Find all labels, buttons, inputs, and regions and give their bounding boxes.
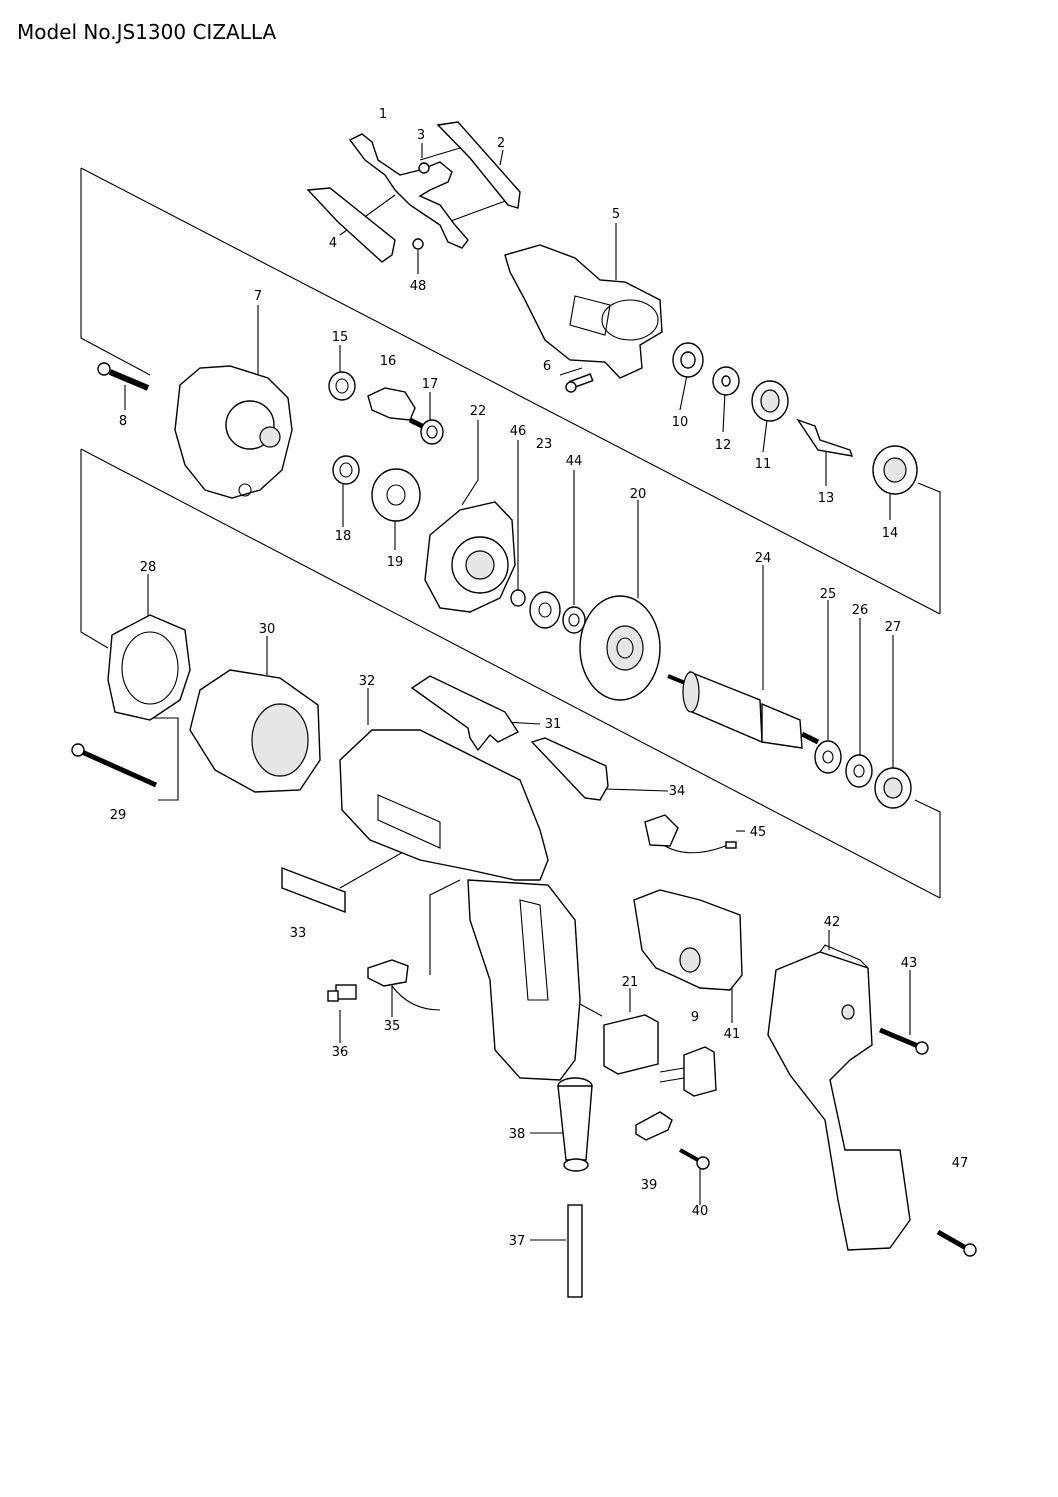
- part-label: 42: [824, 915, 841, 930]
- bearing-box: [424, 501, 516, 613]
- nut-48: [412, 238, 424, 250]
- part-label: 6: [543, 359, 551, 374]
- capacitor: [603, 1014, 717, 1097]
- part-label: 11: [755, 457, 772, 472]
- part-label: 4: [329, 236, 337, 251]
- part-label: 44: [566, 454, 583, 469]
- lower-blade: [306, 187, 396, 263]
- part-label: 20: [630, 487, 647, 502]
- front-bearings: [672, 342, 918, 495]
- part-label: 26: [852, 603, 869, 618]
- part-label: 46: [510, 424, 527, 439]
- part-label: 31: [545, 717, 562, 732]
- baffle-plate: [107, 614, 191, 721]
- part-label: 17: [422, 377, 439, 392]
- screw-8: [97, 362, 150, 391]
- part-label: 18: [335, 529, 352, 544]
- switch: [633, 889, 743, 991]
- part-label: 28: [140, 560, 157, 575]
- part-label: 13: [818, 491, 835, 506]
- part-label: 7: [254, 289, 262, 304]
- part-label: 3: [417, 128, 425, 143]
- part-label: 9: [691, 1010, 699, 1025]
- hook-and-nameplate: [410, 675, 609, 801]
- label-plate: [281, 866, 346, 914]
- armature: [667, 670, 820, 749]
- blade-holder: [504, 244, 663, 379]
- upper-blade: [436, 121, 521, 209]
- part-label: 10: [672, 415, 689, 430]
- part-label: 34: [669, 784, 686, 799]
- gear-housing: [174, 365, 293, 499]
- screw-6: [565, 373, 594, 393]
- center-blade: [348, 133, 469, 249]
- clamp-39-40: [635, 1111, 710, 1170]
- side-handle: [557, 1077, 593, 1298]
- part-label: 35: [384, 1019, 401, 1034]
- part-label: 16: [380, 354, 397, 369]
- part-label: 22: [470, 404, 487, 419]
- part-label: 48: [410, 279, 427, 294]
- part-label: 23: [536, 437, 553, 452]
- part-label: 15: [332, 330, 349, 345]
- field-coil: [189, 669, 321, 793]
- part-label: 33: [290, 926, 307, 941]
- part-label: 8: [119, 414, 127, 429]
- part-label: 41: [724, 1027, 741, 1042]
- terminal-45: [644, 814, 737, 854]
- group-frame-lines: [80, 167, 941, 899]
- screw-29: [71, 743, 158, 788]
- part-label: 39: [641, 1178, 658, 1193]
- part-number-labels: 1 2 3 4 5 6 7 8 9 10 11 12 13 14 15 16 1…: [110, 107, 969, 1249]
- page-title: Model No.JS1300 CIZALLA: [17, 20, 277, 44]
- part-label: 30: [259, 622, 276, 637]
- part-label: 40: [692, 1204, 709, 1219]
- part-label: 36: [332, 1045, 349, 1060]
- part-label: 38: [509, 1127, 526, 1142]
- spindle-parts: [328, 371, 444, 522]
- part-label: 1: [379, 107, 387, 122]
- part-label: 29: [110, 808, 127, 823]
- fan: [579, 595, 661, 701]
- part-label: 5: [612, 207, 620, 222]
- part-label: 45: [750, 825, 767, 840]
- part-label: 27: [885, 620, 902, 635]
- part-label: 24: [755, 551, 772, 566]
- part-label: 2: [497, 136, 505, 151]
- part-label: 14: [882, 526, 899, 541]
- part-label: 37: [509, 1234, 526, 1249]
- part-label: 25: [820, 587, 837, 602]
- part-label: 43: [901, 956, 918, 971]
- motor-housing: [339, 729, 581, 1081]
- blade-set: [306, 121, 521, 263]
- handle-cover: [767, 944, 977, 1257]
- part-label: 19: [387, 555, 404, 570]
- part-label: 21: [622, 975, 639, 990]
- part-label: 12: [715, 438, 732, 453]
- armature-bearings: [510, 589, 586, 634]
- rear-bearings: [814, 740, 912, 809]
- part-label: 47: [952, 1156, 969, 1171]
- nut-3: [418, 162, 430, 174]
- brush-holder: [327, 959, 441, 1011]
- part-label: 32: [359, 674, 376, 689]
